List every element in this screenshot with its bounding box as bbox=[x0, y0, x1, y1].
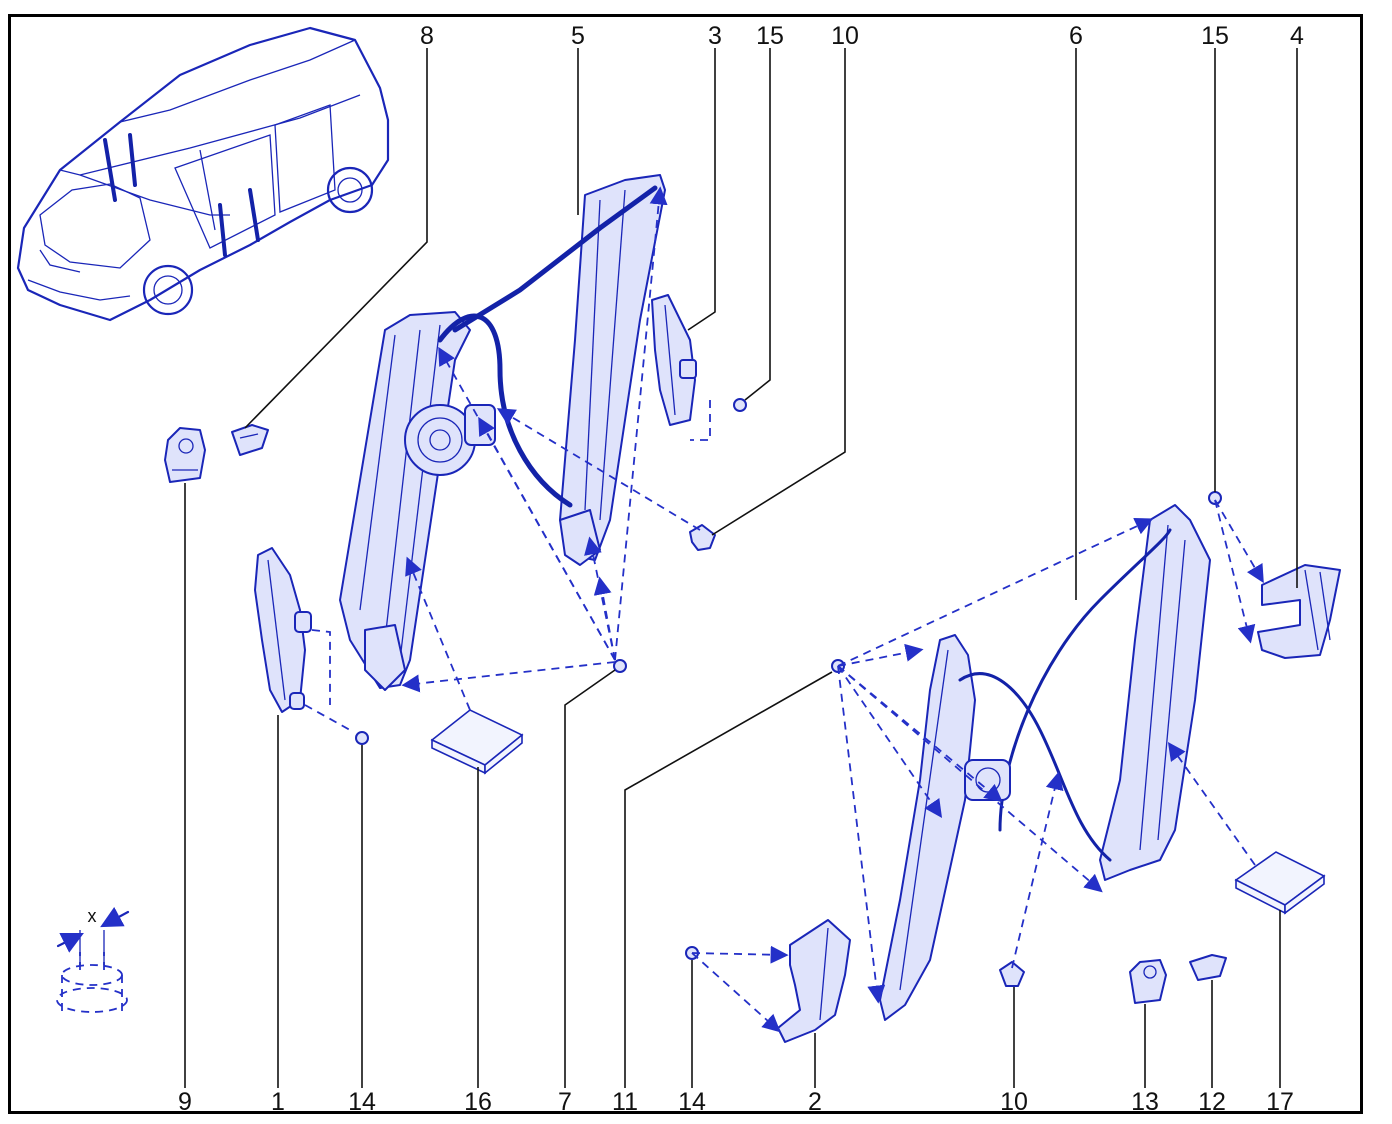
callout-1: 1 bbox=[271, 1088, 285, 1116]
part-16-pad bbox=[430, 709, 524, 775]
callout-15-right: 15 bbox=[1201, 22, 1229, 50]
callouts-bottom: 9 1 14 16 7 11 14 2 10 13 12 17 bbox=[178, 1088, 1294, 1116]
leader-lines bbox=[184, 48, 1298, 1088]
callout-3: 3 bbox=[708, 22, 722, 50]
diagram-frame bbox=[8, 14, 1363, 1114]
part-3-bracket bbox=[651, 294, 697, 426]
callout-15-left: 15 bbox=[756, 22, 784, 50]
callout-16: 16 bbox=[464, 1088, 492, 1116]
callout-2: 2 bbox=[808, 1088, 822, 1116]
callout-13: 13 bbox=[1131, 1088, 1159, 1116]
part-2-bracket bbox=[777, 919, 851, 1043]
nuts bbox=[355, 398, 1222, 960]
callout-17: 17 bbox=[1266, 1088, 1294, 1116]
part-13-clip bbox=[1129, 959, 1167, 1004]
part-10-clips bbox=[689, 524, 1025, 987]
callout-6: 6 bbox=[1069, 22, 1083, 50]
callout-7: 7 bbox=[558, 1088, 572, 1116]
callout-14-left: 14 bbox=[348, 1088, 376, 1116]
detail-x-label: x bbox=[88, 906, 97, 926]
part-12-clip bbox=[1189, 954, 1227, 981]
callout-11: 11 bbox=[612, 1088, 638, 1116]
callout-10-bottom: 10 bbox=[1000, 1088, 1028, 1116]
callout-9: 9 bbox=[178, 1088, 192, 1116]
assembly-arrows bbox=[401, 186, 1264, 1033]
part-8-clip bbox=[231, 424, 269, 456]
callout-4: 4 bbox=[1290, 22, 1304, 50]
callouts-top: 8 5 3 15 10 6 15 4 bbox=[420, 22, 1304, 50]
rear-window-regulator bbox=[879, 504, 1211, 1021]
part-4-bracket bbox=[1257, 564, 1341, 659]
vehicle-illustration bbox=[16, 26, 390, 322]
front-window-regulator bbox=[339, 174, 666, 691]
callout-5: 5 bbox=[571, 22, 585, 50]
callout-12: 12 bbox=[1198, 1088, 1226, 1116]
part-17-pad bbox=[1234, 851, 1326, 915]
part-1-bracket bbox=[254, 547, 351, 731]
callout-14-right: 14 bbox=[678, 1088, 706, 1116]
callout-10-top: 10 bbox=[831, 22, 859, 50]
detail-x-nut: x bbox=[56, 906, 130, 1015]
part-9-clip bbox=[164, 427, 206, 483]
callout-8: 8 bbox=[420, 22, 434, 50]
